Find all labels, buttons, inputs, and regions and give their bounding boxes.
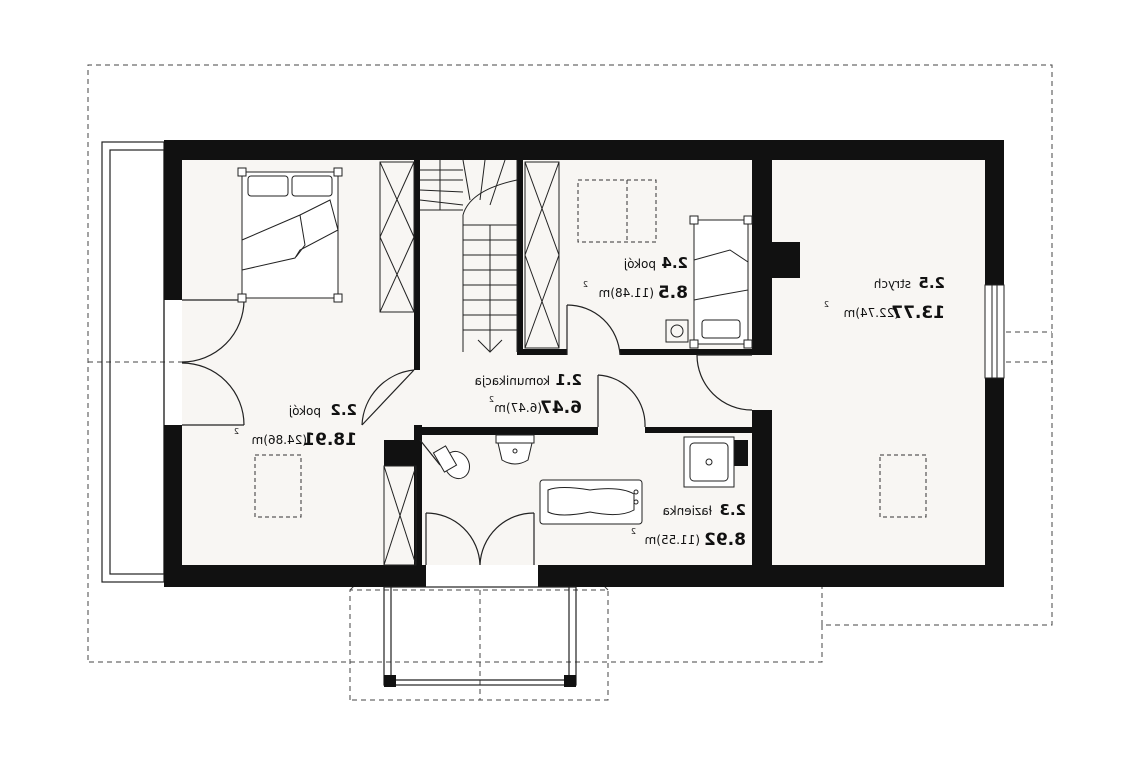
room-2-3-gross: (11.55)m	[645, 533, 700, 547]
room-2-3-id: 2.3	[719, 501, 746, 519]
room-2-4-name: pokój	[624, 257, 656, 271]
porch-posts	[384, 675, 576, 687]
room-2-1-name: komunikacja	[475, 374, 550, 388]
interior-walls	[384, 160, 800, 565]
room-2-4-sup: 2	[583, 280, 588, 289]
exterior-walls	[164, 140, 1004, 587]
single-bed	[693, 219, 749, 345]
skylights	[254, 179, 927, 518]
room-2-3-sup: 2	[631, 527, 636, 536]
room-2-1-id: 2.1	[555, 371, 582, 389]
room-2-5-name: strych	[874, 277, 911, 291]
room-2-5-gross: (22.74)m	[844, 306, 899, 320]
wardrobes	[379, 161, 560, 566]
room-2-4-area: 8.5	[658, 283, 688, 303]
shower-tray	[683, 436, 735, 488]
double-bed	[241, 171, 339, 299]
staircase	[419, 159, 518, 353]
room-2-2-area: 18.91	[303, 430, 357, 450]
room-2-2-id: 2.2	[330, 401, 357, 419]
gable-window	[984, 284, 1005, 379]
bed-posts	[237, 167, 343, 303]
entrance-porch	[383, 586, 577, 686]
room-2-3-name: łazienka	[663, 504, 712, 518]
room-2-1-sup: 2	[489, 395, 494, 404]
room-2-3-label: 2.3 łazienka 8.92 (11.55)m 2	[631, 501, 746, 550]
bathtub	[539, 479, 643, 525]
room-2-1-label: 2.1 komunikacja 6.47 (6.47)m 2	[475, 371, 582, 418]
room-2-5-area: 13.77	[891, 303, 945, 323]
room-2-1-area: 6.47	[540, 398, 582, 418]
room-2-5-label: 2.5 strych 13.77 (22.74)m 2	[824, 274, 945, 323]
room-2-5-sup: 2	[824, 300, 829, 309]
room-2-2-sup: 2	[234, 427, 239, 436]
room-2-3-area: 8.92	[704, 530, 746, 550]
room-2-2-label: 2.2 pokój 18.91 (24.86)m 2	[234, 401, 357, 450]
room-2-4-id: 2.4	[661, 254, 688, 272]
single-bed-posts	[689, 215, 753, 349]
doors	[181, 299, 753, 566]
room-2-2-name: pokój	[289, 404, 321, 418]
balcony-left	[101, 141, 165, 583]
room-2-4-gross: (11.48)m	[599, 286, 654, 300]
nightstand	[665, 319, 689, 343]
room-2-5-id: 2.5	[918, 274, 945, 292]
room-2-4-label: 2.4 pokój 8.5 (11.48)m 2	[583, 254, 688, 303]
toilet	[432, 445, 471, 480]
room-2-1-gross: (6.47)m	[494, 401, 542, 415]
room-2-2-gross: (24.86)m	[252, 433, 307, 447]
washbasin	[495, 434, 535, 465]
